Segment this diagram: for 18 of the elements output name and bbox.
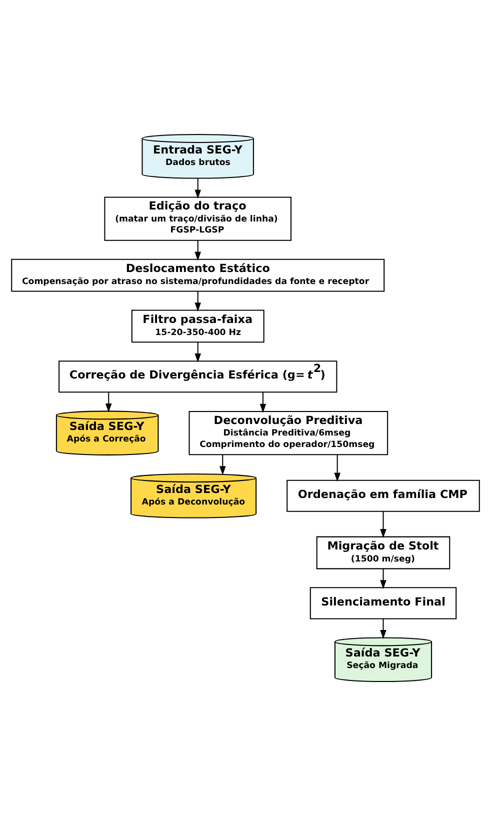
node-box: Migração de Stolt (1500 m/seg) — [316, 536, 450, 570]
node-box: Deconvolução Preditiva Distância Preditiva/6mseg Comprimento do operador/150mseg — [188, 410, 388, 456]
arrow — [380, 511, 386, 538]
arrow — [380, 568, 386, 590]
arrow — [105, 392, 112, 412]
arrow — [194, 291, 201, 312]
node-box: Ordenação em família CMP — [286, 480, 480, 512]
arrow — [260, 392, 266, 413]
arrow — [220, 454, 226, 476]
arrow — [380, 618, 386, 640]
node-box: Filtro passa-faixa 15-20-350-400 Hz — [131, 310, 264, 343]
node-box: Deslocamento Estático Compensação por atraso no sistema/profundidades da fonte e receptor — [11, 258, 385, 292]
arrow — [334, 454, 340, 482]
arrow — [194, 178, 201, 199]
arrow — [194, 240, 201, 261]
node-box: Silenciamento Final — [310, 587, 457, 620]
arrow — [194, 342, 201, 363]
node-box: Edição do traço (matar um traço/divisão de linha) FGSP-LGSP — [104, 196, 292, 241]
